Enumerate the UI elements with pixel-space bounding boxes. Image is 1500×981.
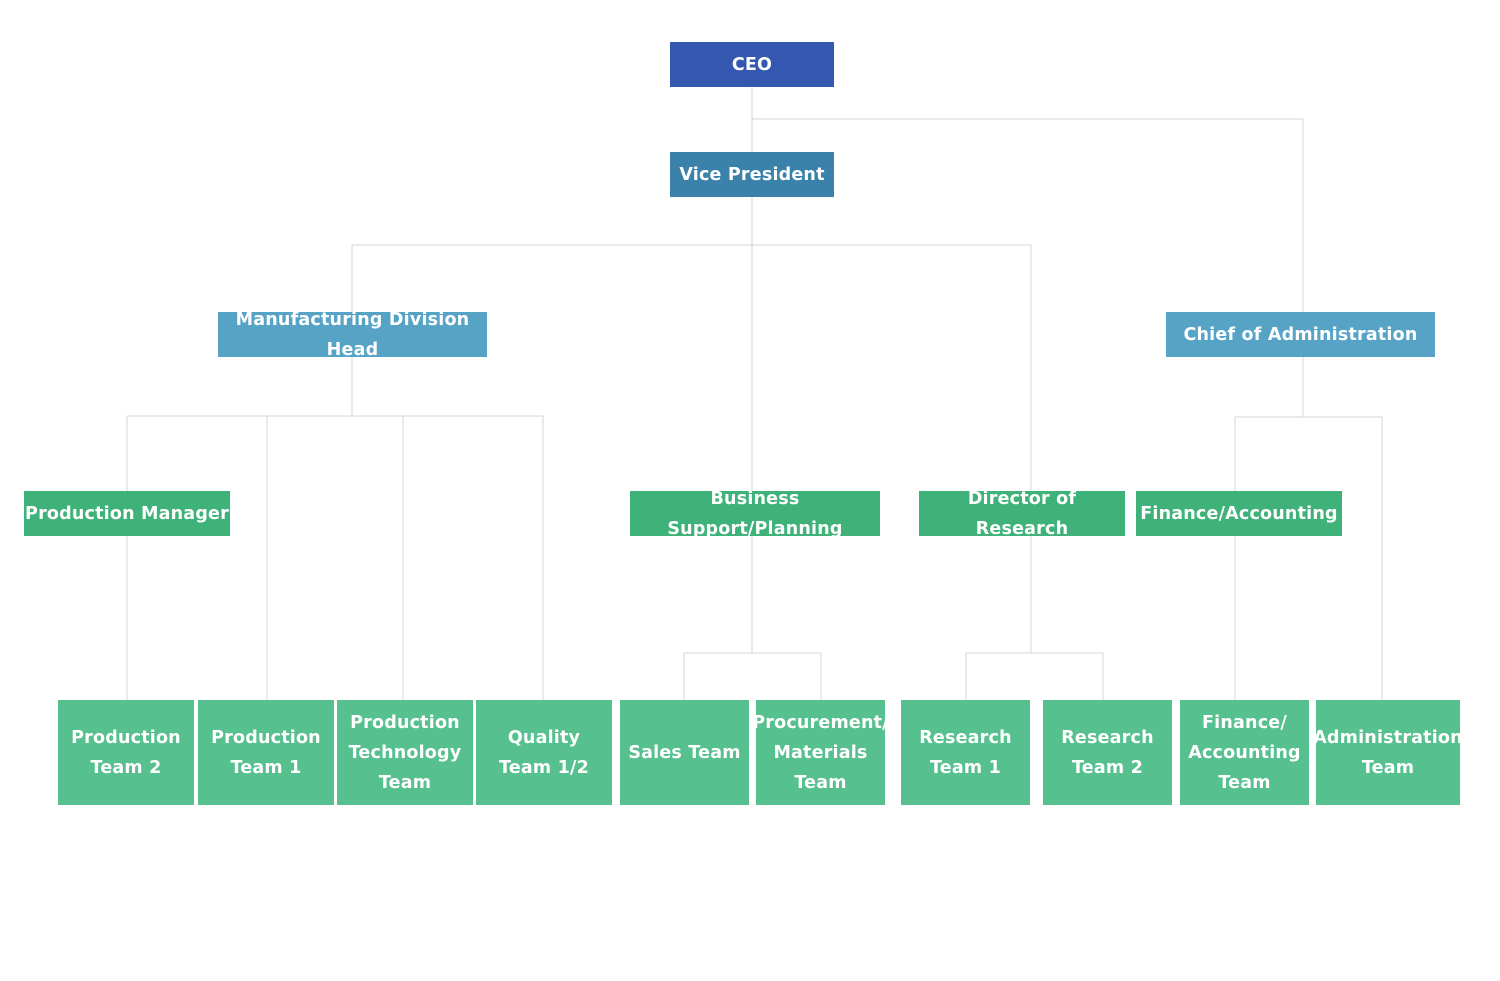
production-team-2-node: Production Team 2	[58, 700, 194, 805]
finance-accounting-team-node: Finance/ Accounting Team	[1180, 700, 1309, 805]
ceo-node: CEO	[670, 42, 834, 87]
production-manager-node: Production Manager	[24, 491, 230, 536]
business-support-planning-node: Business Support/Planning	[630, 489, 880, 539]
research-team-1-node: Research Team 1	[901, 700, 1030, 805]
sales-team-node: Sales Team	[620, 700, 749, 805]
quality-team-node: Quality Team 1/2	[476, 700, 612, 805]
chief-of-administration-node: Chief of Administration	[1166, 312, 1435, 357]
manufacturing-division-head-node: Manufacturing Division Head	[218, 310, 487, 360]
director-of-research-node: Director of Research	[919, 489, 1125, 539]
research-team-2-node: Research Team 2	[1043, 700, 1172, 805]
production-technology-team-node: Production Technology Team	[337, 700, 473, 805]
production-team-1-node: Production Team 1	[198, 700, 334, 805]
administration-team-node: Administration Team	[1313, 700, 1463, 805]
finance-accounting-node: Finance/Accounting	[1136, 491, 1342, 536]
procurement-materials-team-node: Procurement/ Materials Team	[752, 700, 889, 805]
vice-president-node: Vice President	[670, 152, 834, 197]
